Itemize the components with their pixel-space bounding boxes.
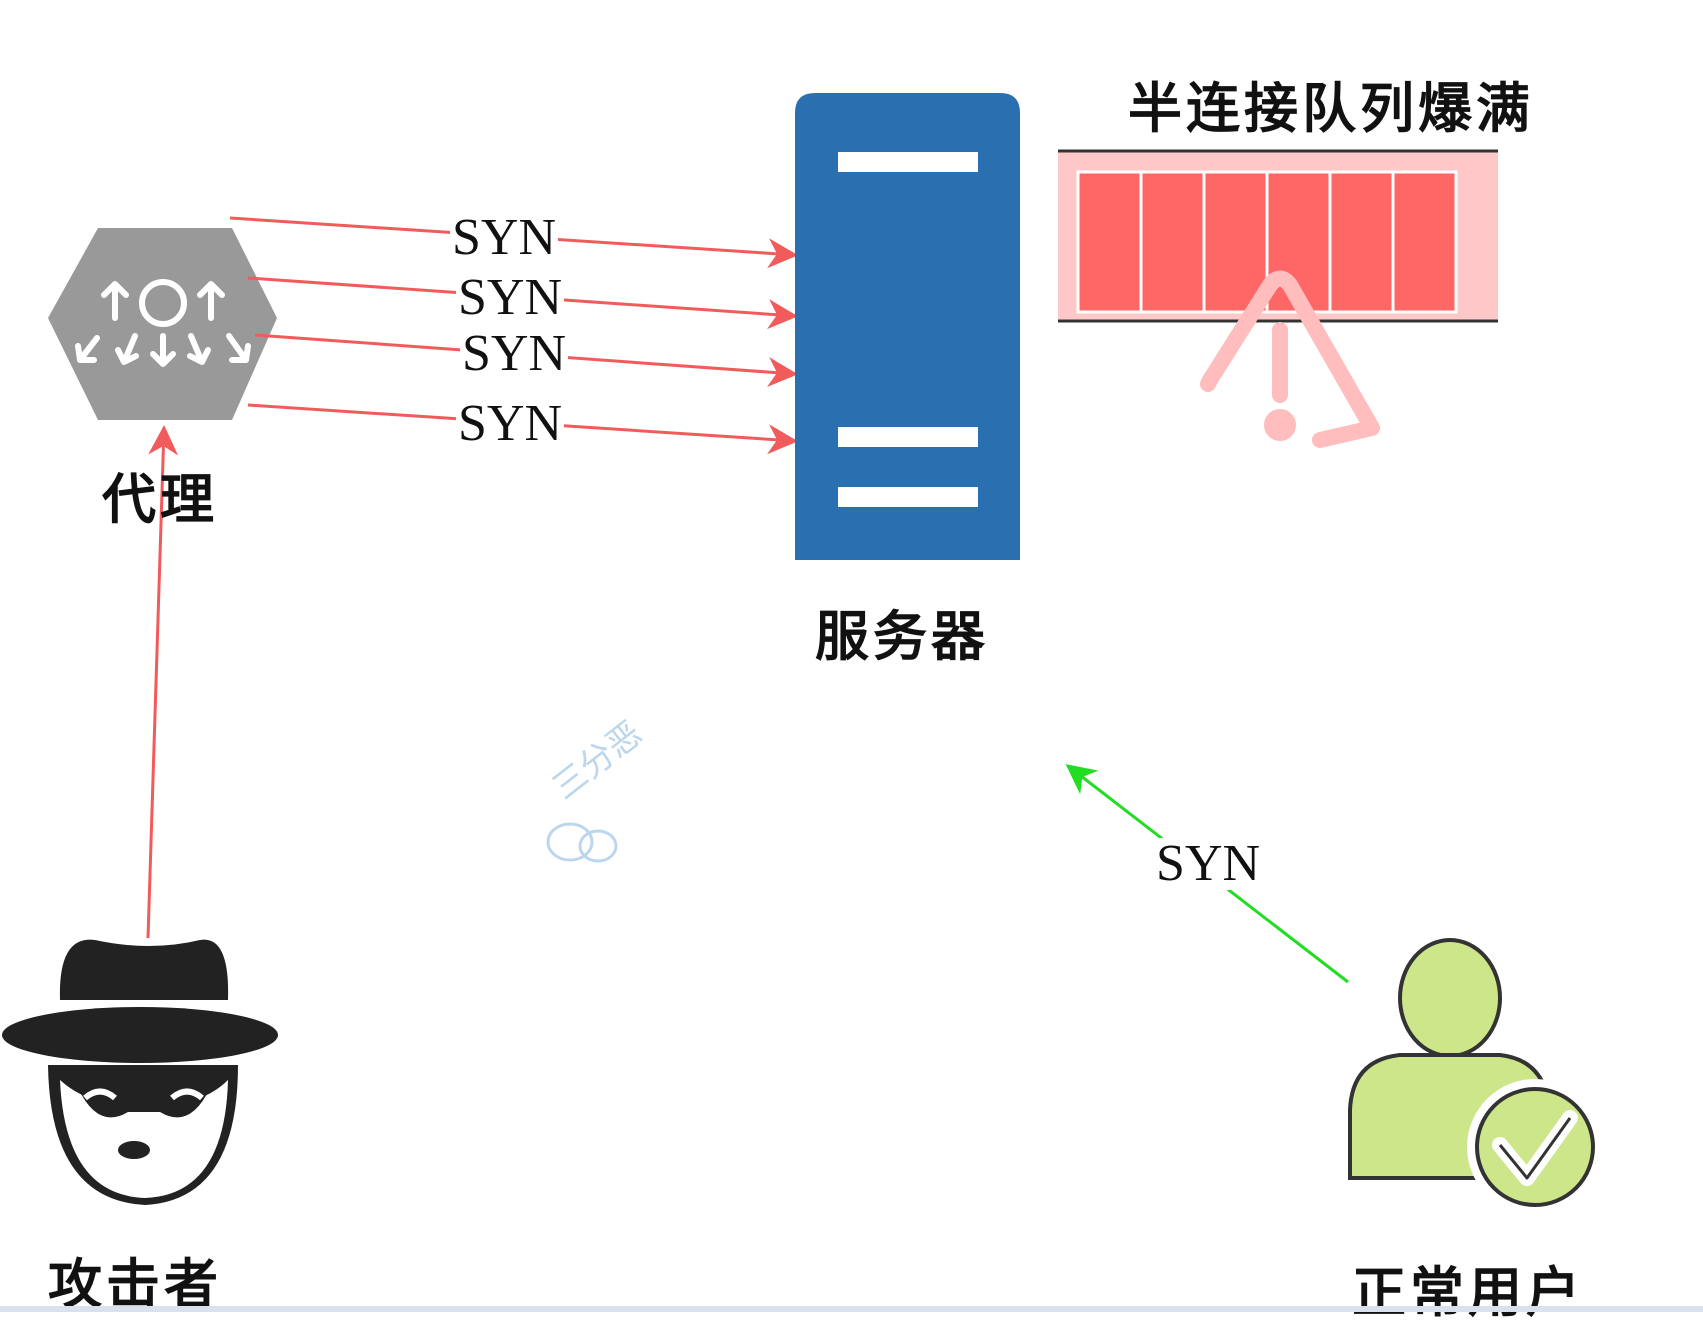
syn-label-4: SYN	[456, 395, 565, 452]
queue-slot	[1391, 170, 1458, 314]
syn-label-2: SYN	[456, 269, 565, 326]
normal-user-label: 正常用户	[1352, 1260, 1584, 1324]
normal-user-icon	[1348, 938, 1603, 1215]
proxy-label: 代理	[102, 467, 218, 531]
syn-label-1: SYN	[450, 209, 559, 266]
syn-label-3: SYN	[460, 325, 569, 382]
attacker-label: 攻击者	[48, 1252, 222, 1316]
queue-slot	[1328, 170, 1395, 314]
server-label: 服务器	[815, 604, 989, 668]
half-connection-queue	[1058, 149, 1498, 323]
watermark-logo-icon	[546, 822, 618, 863]
queue-slot	[1076, 170, 1143, 314]
attacker-icon	[2, 939, 278, 1205]
attacker-to-proxy-arrow	[146, 425, 179, 939]
queue-slot	[1139, 170, 1206, 314]
bottom-divider	[0, 1306, 1703, 1312]
server-icon	[795, 93, 1020, 560]
warning-icon	[1200, 270, 1380, 448]
user-syn-label: SYN	[1154, 835, 1263, 892]
queue-full-label: 半连接队列爆满	[1128, 76, 1534, 140]
proxy-icon	[48, 228, 277, 420]
